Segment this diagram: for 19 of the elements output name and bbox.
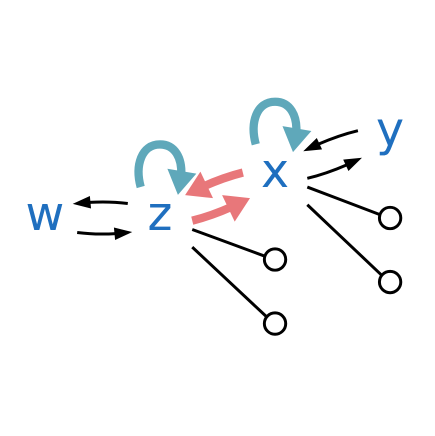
node-circle [378, 206, 402, 230]
connector [306, 204, 383, 276]
node-text: y [376, 102, 404, 158]
arrow [72, 196, 128, 208]
arrow [191, 195, 250, 225]
arrow [306, 158, 362, 180]
arrow [185, 168, 244, 198]
connector [192, 228, 266, 258]
connector [306, 186, 380, 216]
node-text: z [148, 186, 172, 242]
node-text: w [25, 186, 64, 242]
arrow [77, 228, 132, 240]
arrow [303, 129, 358, 152]
connector [191, 246, 268, 318]
node-circle [262, 311, 288, 336]
node-text: x [260, 144, 290, 200]
node-circle [262, 247, 288, 272]
arrow [134, 140, 196, 195]
node-circle [378, 270, 402, 294]
